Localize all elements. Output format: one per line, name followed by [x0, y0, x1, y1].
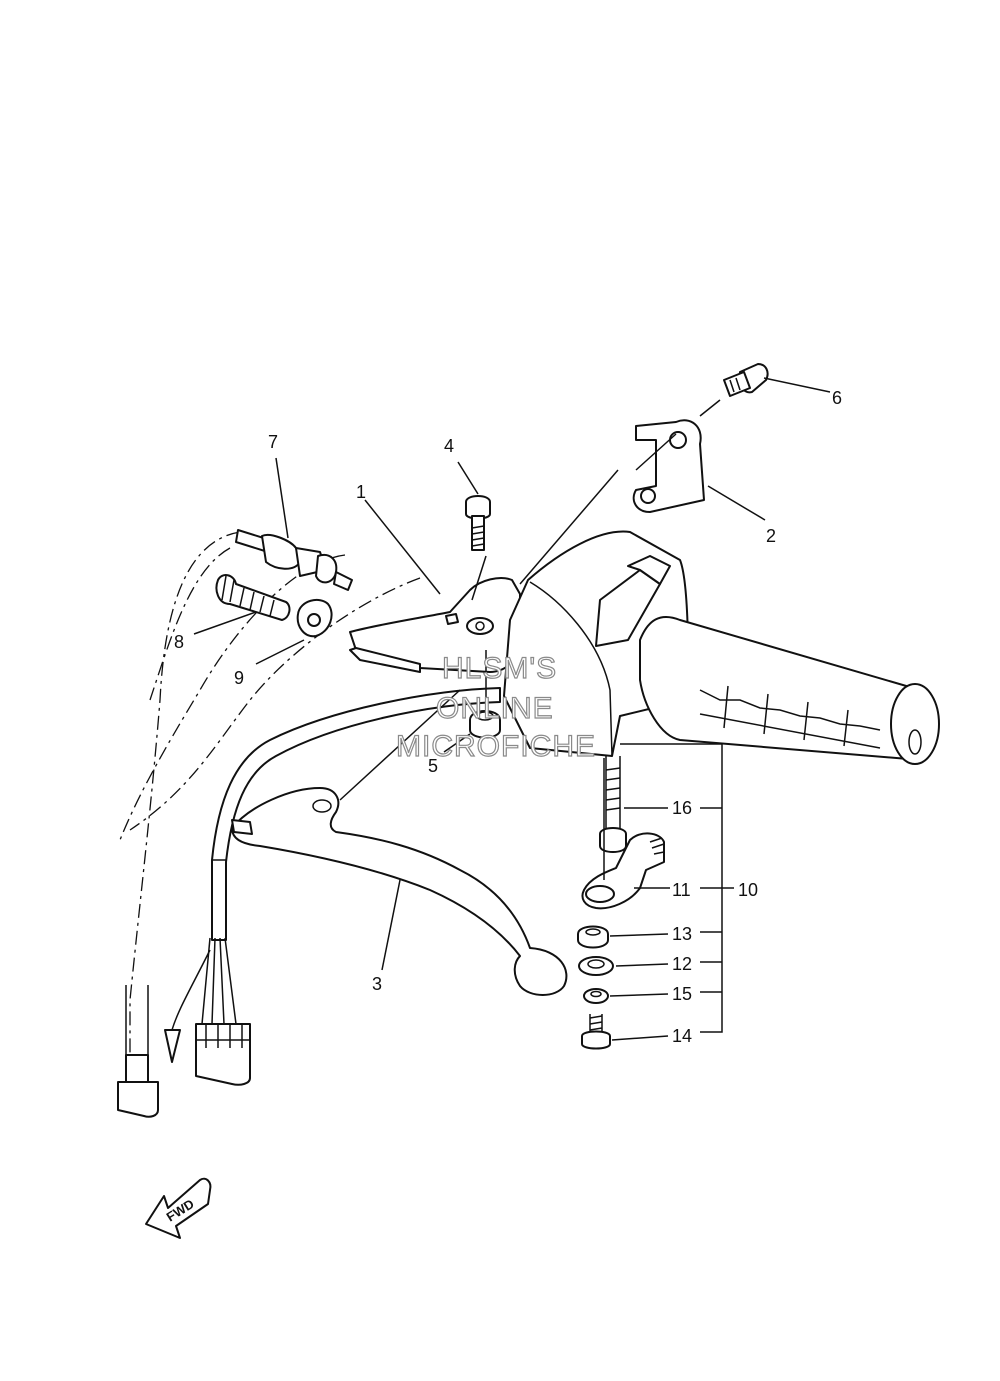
locknut [296, 598, 333, 638]
callout-3: 3 [372, 974, 382, 994]
callout-15: 15 [672, 984, 692, 1004]
pivot-bolt [465, 495, 491, 551]
watermark-line-1: HLSM'S [442, 652, 557, 685]
callout-2: 2 [766, 526, 776, 546]
leader-lines [193, 377, 831, 1041]
screw-6 [723, 363, 769, 397]
callout-16: 16 [672, 798, 692, 818]
callout-5: 5 [428, 756, 438, 776]
callout-6: 6 [832, 388, 842, 408]
callout-4: 4 [444, 436, 454, 456]
wiring-harness [117, 531, 501, 1118]
callout-1: 1 [356, 482, 366, 502]
callout-11: 11 [672, 880, 691, 900]
callout-7: 7 [268, 432, 278, 452]
clutch-cable-adjuster [235, 529, 353, 591]
watermark-line-2: ONLINE [436, 692, 554, 725]
callout-10: 10 [738, 880, 758, 900]
switch-clamp [632, 419, 705, 513]
watermark: HLSM'S ONLINE MICROFICHE [395, 651, 596, 763]
adjuster-bolt [215, 574, 291, 621]
handlebar-switch [503, 530, 940, 765]
lever-holder [349, 577, 521, 673]
callout-13: 13 [672, 924, 692, 944]
forward-direction-arrow: FWD [145, 1177, 212, 1239]
callouts: 1 2 3 4 5 6 7 8 9 10 11 12 13 14 15 16 [174, 388, 842, 1046]
callout-9: 9 [234, 668, 244, 688]
watermark-line-3: MICROFICHE [396, 730, 596, 763]
hot-start-parts [577, 756, 665, 1050]
lever-nut [469, 710, 501, 739]
callout-8: 8 [174, 632, 184, 652]
callout-14: 14 [672, 1026, 692, 1046]
clutch-lever [231, 787, 568, 996]
callout-12: 12 [672, 954, 692, 974]
